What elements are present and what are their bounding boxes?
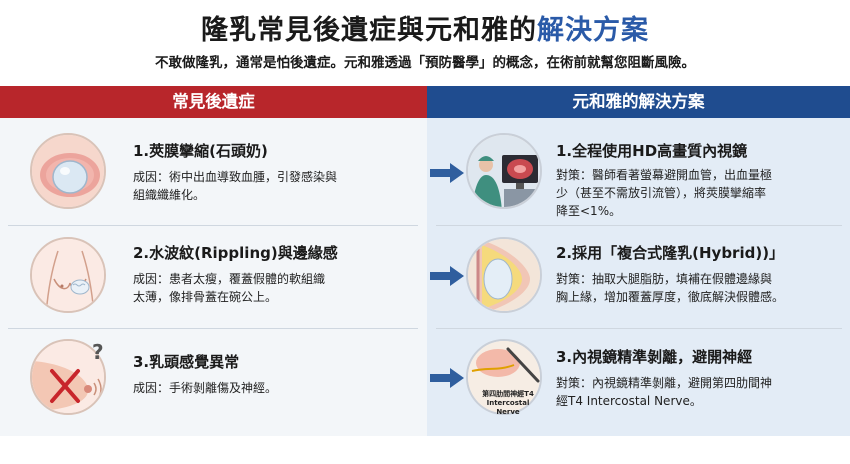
problem-2-title: 2.水波紋(Rippling)與邊緣感 bbox=[133, 244, 338, 262]
problem-2-desc-line1: 成因：患者太瘦，覆蓋假體的軟組織 bbox=[133, 272, 326, 286]
solution-2-title: 2.採用「複合式隆乳(Hybrid))」 bbox=[556, 244, 785, 262]
right-column-header: 元和雅的解決方案 bbox=[427, 86, 850, 118]
page-subtitle: 不敢做隆乳，通常是怕後遺症。元和雅透過「預防醫學」的概念，在術前就幫您阻斷風險。 bbox=[155, 55, 695, 71]
breast-cross-section-icon bbox=[468, 239, 540, 311]
hybrid-augmentation-illustration bbox=[466, 237, 542, 313]
problem-2-desc-line2: 太薄，像排骨蓋在碗公上。 bbox=[133, 290, 278, 304]
title-main-text: 隆乳常見後遺症與元和雅的 bbox=[201, 15, 537, 46]
solution-2-desc-line2: 胸上緣，增加覆蓋厚度，徹底解決假體感。 bbox=[556, 290, 785, 304]
divider bbox=[8, 328, 418, 329]
implant-icon bbox=[32, 135, 104, 207]
nerve-icon bbox=[468, 341, 540, 413]
problem-1-title: 1.莢膜攣縮(石頭奶) bbox=[133, 142, 268, 160]
problem-3-desc-line1: 成因：手術剝離傷及神經。 bbox=[133, 381, 278, 395]
nerve-avoidance-illustration bbox=[466, 339, 542, 415]
solution-1-desc-line3: 降至<1%。 bbox=[556, 204, 622, 218]
footer-area bbox=[0, 436, 850, 464]
arrow-right-icon bbox=[430, 163, 464, 183]
divider bbox=[436, 225, 842, 226]
breast-side-icon bbox=[32, 341, 104, 413]
divider bbox=[8, 225, 418, 226]
capsular-contracture-illustration bbox=[30, 133, 106, 209]
nipple-sensation-illustration bbox=[30, 339, 106, 415]
nerve-label-line1: 第四肋間神經T4 bbox=[482, 390, 534, 398]
solution-3-desc-line1: 對策：內視鏡精準剝離，避開第四肋間神 bbox=[556, 376, 773, 390]
title-highlight-text: 解決方案 bbox=[537, 15, 649, 46]
left-column-header: 常見後遺症 bbox=[0, 86, 427, 118]
question-mark-icon: ? bbox=[92, 340, 104, 364]
torso-icon bbox=[32, 239, 104, 311]
problem-1-desc-line2: 組織纖維化。 bbox=[133, 188, 206, 202]
solution-1-title: 1.全程使用HD高畫質內視鏡 bbox=[556, 142, 748, 160]
divider bbox=[436, 328, 842, 329]
solution-3-title: 3.內視鏡精準剝離，避開神經 bbox=[556, 348, 753, 366]
nerve-label: 第四肋間神經T4 Intercostal Nerve bbox=[478, 390, 538, 417]
endoscope-surgery-illustration bbox=[466, 133, 542, 209]
problem-1-desc-line1: 成因：術中出血導致血腫，引發感染與 bbox=[133, 170, 338, 184]
solution-1-desc-line1: 對策：醫師看著螢幕避開血管，出血量極 bbox=[556, 168, 773, 182]
doctor-monitor-icon bbox=[468, 135, 540, 207]
rippling-illustration bbox=[30, 237, 106, 313]
arrow-right-icon bbox=[430, 368, 464, 388]
arrow-right-icon bbox=[430, 266, 464, 286]
solution-3-desc-line2: 經T4 Intercostal Nerve。 bbox=[556, 394, 702, 408]
nerve-label-line2: Intercostal Nerve bbox=[486, 399, 530, 416]
solution-1-desc-line2: 少（甚至不需放引流管），將莢膜攣縮率 bbox=[556, 186, 767, 200]
problem-3-title: 3.乳頭感覺異常 bbox=[133, 353, 240, 371]
solution-2-desc-line1: 對策：抽取大腿脂肪，填補在假體邊緣與 bbox=[556, 272, 773, 286]
page-title: 隆乳常見後遺症與元和雅的解決方案 bbox=[0, 8, 850, 47]
